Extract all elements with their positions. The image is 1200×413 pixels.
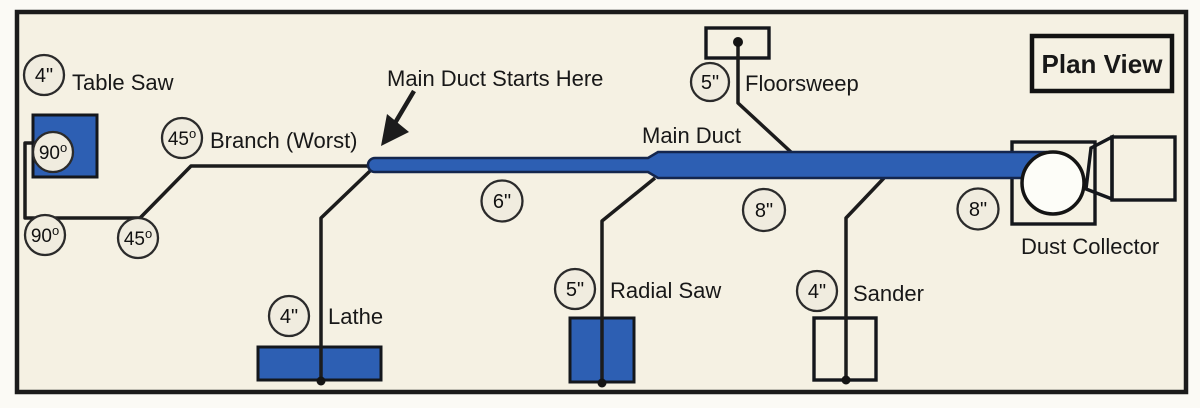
dust-collector-box <box>1010 140 1097 226</box>
lathe-branch-line <box>319 169 372 380</box>
sander-connection-dot <box>841 375 851 385</box>
radial-saw-size-text: 5" <box>566 279 584 301</box>
floorsweep-label: Floorsweep <box>745 71 859 96</box>
table-saw-size-badge <box>22 53 66 97</box>
elbow-45-a-badge <box>116 216 160 260</box>
floorsweep-size-badge <box>689 61 731 103</box>
starts-here-arrowhead-icon <box>381 114 409 146</box>
dust-collector-fan-circle <box>1020 150 1086 216</box>
elbow-45-a-text: 45o <box>124 226 152 250</box>
duct-6-badge <box>480 179 524 223</box>
floorsweep-size-text: 5" <box>701 72 719 94</box>
branch-worst-label: Branch (Worst) <box>210 128 358 153</box>
plan-view-box <box>1029 33 1175 94</box>
dust-collector-outlet-box <box>1110 135 1177 202</box>
main-duct-starts-label: Main Duct Starts Here <box>387 66 603 91</box>
elbow-90-b-text: 90o <box>31 223 59 247</box>
table-saw-size-text: 4" <box>35 65 53 87</box>
dust-collector-label: Dust Collector <box>1021 234 1159 259</box>
duct-8-end-badge <box>956 187 1000 231</box>
lathe-size-text: 4" <box>280 306 298 328</box>
table-saw-branch-line <box>23 141 372 220</box>
duct-8-end-text: 8" <box>969 199 987 221</box>
floorsweep-branch-line <box>736 43 794 155</box>
main-duct-label: Main Duct <box>642 123 741 148</box>
plan-view-title: Plan View <box>1042 49 1164 79</box>
elbow-90-a-badge <box>31 130 75 174</box>
radial-saw-branch-line <box>600 176 657 383</box>
floorsweep-connection-dot <box>733 37 743 47</box>
sander-size-text: 4" <box>808 281 826 303</box>
elbow-45-b-text: 45o <box>168 126 196 150</box>
radial-saw-connection-dot <box>597 378 607 388</box>
radial-saw-label: Radial Saw <box>610 278 721 303</box>
lathe-label: Lathe <box>328 304 383 329</box>
table-saw-label: Table Saw <box>72 70 174 95</box>
sander-size-badge <box>795 269 839 313</box>
sander-label: Sander <box>853 281 924 306</box>
sander-branch-line <box>844 176 886 380</box>
duct-6-text: 6" <box>493 191 511 213</box>
duct-8-mid-badge <box>741 187 787 233</box>
starts-here-arrow-line <box>393 89 416 125</box>
elbow-90-b-badge <box>23 213 67 257</box>
duct-8-mid-text: 8" <box>755 200 773 222</box>
radial-saw-size-badge <box>553 267 597 311</box>
elbow-90-a-text: 90o <box>39 140 67 164</box>
lathe-size-badge <box>267 294 311 338</box>
elbow-45-b-badge <box>160 116 204 160</box>
lathe-connection-dot <box>316 376 326 386</box>
